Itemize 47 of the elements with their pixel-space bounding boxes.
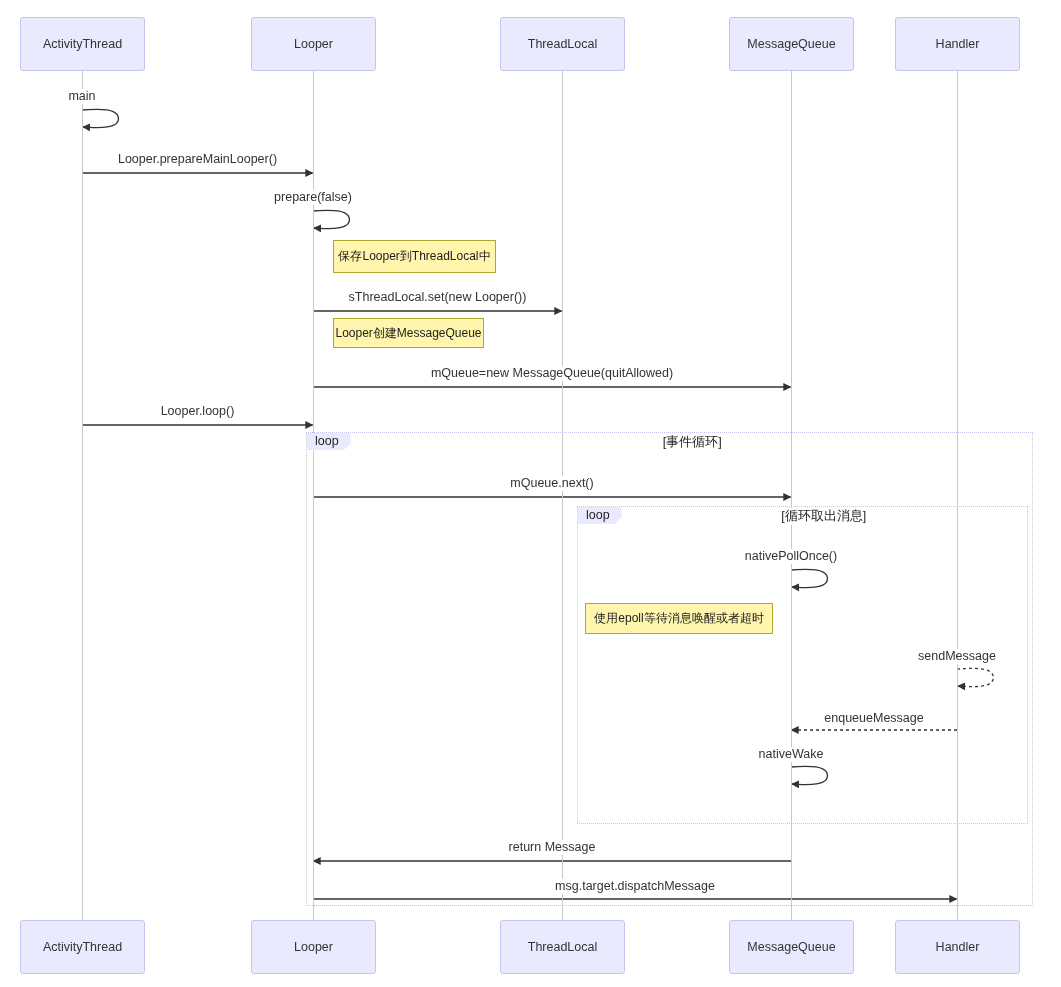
participant-box: ActivityThread <box>20 920 145 974</box>
message-arrow <box>312 383 792 391</box>
note-box: 使用epoll等待消息唤醒或者超时 <box>585 603 773 634</box>
lifeline <box>561 71 563 920</box>
lifeline <box>956 71 958 920</box>
message-label: prepare(false) <box>272 190 354 205</box>
message-arrow <box>790 726 958 734</box>
message-label: nativeWake <box>756 747 826 762</box>
loop-tag: loop <box>307 433 351 450</box>
message-label: main <box>66 89 98 104</box>
participant-box: Looper <box>251 920 376 974</box>
message-label: mQueue=new MessageQueue(quitAllowed) <box>428 366 676 381</box>
message-arrow <box>312 493 792 501</box>
lifeline <box>312 71 314 920</box>
loop-condition: [循环取出消息] <box>779 508 869 525</box>
participant-box: MessageQueue <box>729 920 854 974</box>
message-arrow <box>312 895 958 903</box>
self-message-arrow <box>956 667 995 691</box>
participant-box: Looper <box>251 17 376 71</box>
message-arrow <box>81 421 314 429</box>
participant-box: Handler <box>895 17 1020 71</box>
message-label: nativePollOnce() <box>742 549 840 564</box>
note-box: 保存Looper到ThreadLocal中 <box>333 240 496 273</box>
message-label: return Message <box>506 840 598 855</box>
self-message-arrow <box>312 209 351 233</box>
participant-box: ActivityThread <box>20 17 145 71</box>
message-label: enqueueMessage <box>822 711 926 726</box>
participant-box: ThreadLocal <box>500 920 625 974</box>
lifeline <box>81 71 83 920</box>
note-box: Looper创建MessageQueue <box>333 318 484 348</box>
message-label: msg.target.dispatchMessage <box>553 879 717 894</box>
message-arrow <box>312 307 563 315</box>
participant-box: ThreadLocal <box>500 17 625 71</box>
message-label: Looper.loop() <box>158 404 237 419</box>
self-message-arrow <box>790 568 829 592</box>
loop-condition: [事件循环] <box>660 434 724 451</box>
message-arrow <box>312 857 792 865</box>
lifeline <box>790 71 792 920</box>
participant-box: Handler <box>895 920 1020 974</box>
participant-box: MessageQueue <box>729 17 854 71</box>
message-label: mQueue.next() <box>508 476 596 491</box>
self-message-arrow <box>81 108 120 132</box>
self-message-arrow <box>790 765 829 789</box>
loop-tag: loop <box>578 507 622 524</box>
message-label: sendMessage <box>916 649 998 664</box>
message-arrow <box>81 169 314 177</box>
message-label: sThreadLocal.set(new Looper()) <box>346 290 529 305</box>
